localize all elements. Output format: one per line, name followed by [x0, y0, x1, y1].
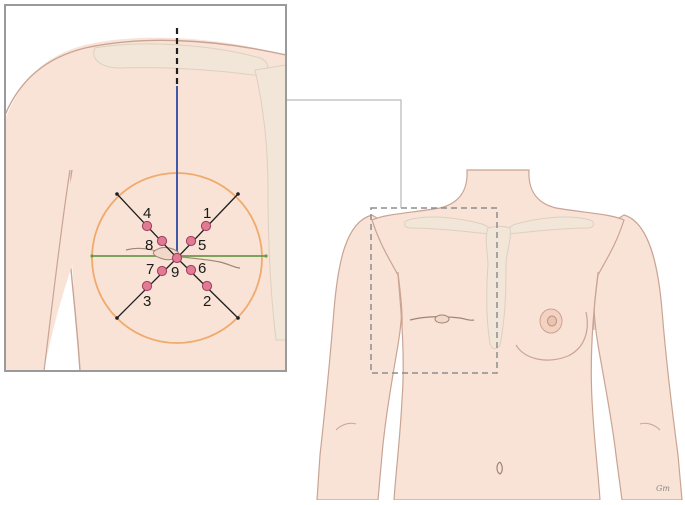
marker-label-6: 6 — [198, 260, 206, 277]
inset-skin — [5, 37, 286, 371]
inset-shoulder-outline — [5, 39, 286, 116]
marker-point-1 — [200, 220, 212, 232]
torso-figure: Gm — [316, 169, 683, 501]
inset-connector-line — [286, 99, 402, 208]
scar-nipple-remnant — [434, 314, 450, 324]
inset-frame — [4, 4, 287, 372]
inset-sternum — [254, 64, 286, 341]
horizontal-end-dot — [90, 254, 94, 258]
marker-label-1: 1 — [203, 205, 211, 222]
marker-label-7: 7 — [146, 261, 154, 278]
zoom-region-box — [370, 207, 498, 374]
left-elbow-line — [335, 422, 357, 431]
left-armpit-line — [397, 271, 403, 331]
inset-arm-skin — [5, 150, 74, 371]
marker-point-2 — [201, 280, 213, 292]
marker-point-3 — [141, 280, 153, 292]
marker-point-6 — [185, 264, 197, 276]
marker-point-7 — [156, 265, 168, 277]
marker-point-5 — [185, 235, 197, 247]
navel — [496, 461, 503, 475]
diagonal-end-dot — [236, 316, 240, 320]
diagonal-end-dot — [115, 192, 119, 196]
inset-arm-edge — [43, 169, 71, 371]
marker-label-2: 2 — [203, 293, 211, 310]
inset-scar — [125, 247, 241, 269]
marker-label-8: 8 — [145, 237, 153, 254]
marker-label-3: 3 — [143, 293, 151, 310]
diagonal-end-dot — [236, 192, 240, 196]
marker-point-9 — [171, 252, 183, 264]
marker-group: 1 2 3 4 5 6 7 8 9 — [141, 205, 213, 310]
marker-label-5: 5 — [198, 237, 206, 254]
diagonal-end-dot — [115, 316, 119, 320]
artist-signature: Gm — [656, 484, 670, 493]
marker-point-8 — [156, 235, 168, 247]
right-elbow-line — [639, 422, 661, 431]
marker-point-4 — [141, 220, 153, 232]
sternum — [485, 226, 511, 350]
right-breast — [515, 311, 588, 361]
right-nipple — [547, 315, 557, 327]
mastectomy-scar — [409, 316, 475, 321]
right-armpit-line — [593, 271, 599, 331]
magnified-inset — [5, 5, 286, 371]
marker-label-4: 4 — [143, 205, 151, 222]
horizontal-end-dot — [264, 254, 268, 258]
marker-label-9: 9 — [171, 264, 179, 281]
